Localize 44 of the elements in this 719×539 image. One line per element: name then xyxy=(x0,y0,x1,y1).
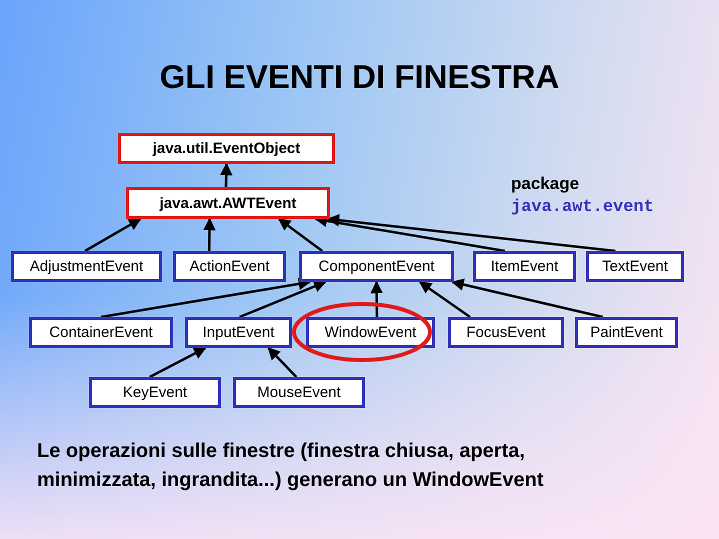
inheritance-arrow xyxy=(278,218,323,252)
inheritance-arrow xyxy=(149,346,206,378)
inheritance-arrow xyxy=(268,347,298,378)
class-name: ContainerEvent xyxy=(49,324,153,341)
inheritance-arrow xyxy=(220,162,232,188)
package-label: package xyxy=(511,174,580,194)
class-box xyxy=(299,251,454,282)
inheritance-arrow xyxy=(451,278,604,318)
class-box-highlighted xyxy=(118,133,335,164)
class-name: ComponentEvent xyxy=(318,258,434,275)
inheritance-arrow xyxy=(203,218,216,252)
class-box xyxy=(306,317,435,348)
class-name: TextEvent xyxy=(602,258,668,275)
class-box xyxy=(29,317,173,348)
inheritance-arrow xyxy=(84,218,142,252)
class-name: MouseEvent xyxy=(257,384,341,401)
slide-title: GLI EVENTI DI FINESTRA xyxy=(158,58,560,96)
class-box xyxy=(173,251,286,282)
caption-text: Le operazioni sulle finestre (finestra chiusa, aperta, minimizzata, ingrandita...) generano un WindowEvent xyxy=(37,439,545,493)
inheritance-arrow xyxy=(326,214,616,252)
class-name: WindowEvent xyxy=(324,324,416,341)
class-box xyxy=(89,377,221,408)
class-box xyxy=(575,317,678,348)
class-box-highlighted xyxy=(126,187,330,219)
class-name: AdjustmentEvent xyxy=(30,258,144,275)
class-name: ItemEvent xyxy=(490,258,558,275)
inheritance-arrow xyxy=(418,280,471,318)
inheritance-arrow xyxy=(100,278,312,318)
class-box xyxy=(473,251,576,282)
class-name: ActionEvent xyxy=(189,258,270,275)
class-box xyxy=(233,377,365,408)
class-name: java.awt.AWTEvent xyxy=(160,194,296,212)
class-name: FocusEvent xyxy=(466,324,546,341)
class-box xyxy=(448,317,564,348)
class-name: PaintEvent xyxy=(590,324,663,341)
class-box xyxy=(586,251,684,282)
class-name: InputEvent xyxy=(202,324,274,341)
class-box xyxy=(11,251,162,282)
package-name: java.awt.event xyxy=(511,198,654,217)
class-box xyxy=(185,317,292,348)
class-name: java.util.EventObject xyxy=(152,140,300,157)
inheritance-arrow xyxy=(239,280,326,318)
inheritance-arrow xyxy=(370,280,383,318)
class-name: KeyEvent xyxy=(122,384,188,401)
